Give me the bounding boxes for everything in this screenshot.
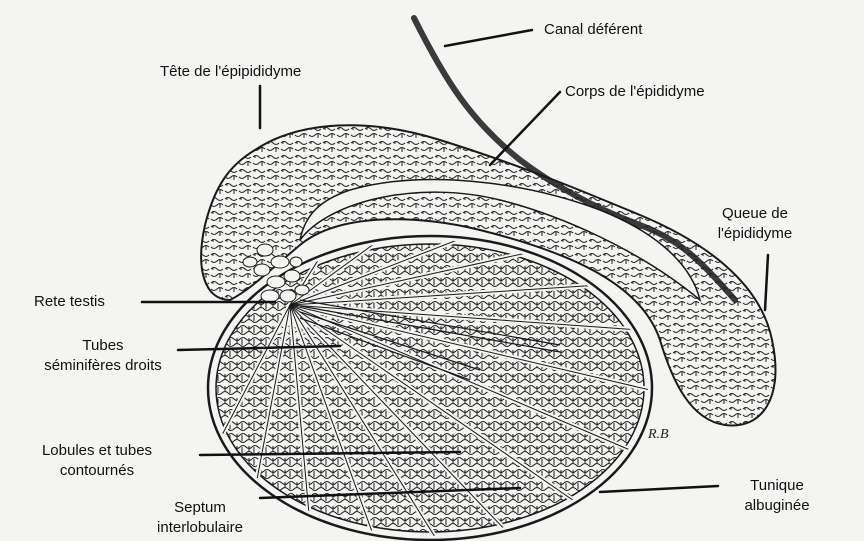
label-tubes-line1: Tubes [28, 336, 178, 356]
label-rete-testis: Rete testis [34, 292, 105, 312]
pointer-canal-deferent [445, 30, 532, 46]
label-tubes-droits: Tubes séminifères droits [28, 336, 178, 376]
label-septum-line2: interlobulaire [130, 518, 270, 538]
label-queue-epididyme: Queue de l'épididyme [700, 204, 810, 244]
label-lobules-line1: Lobules et tubes [20, 441, 174, 461]
pointer-tunique [600, 486, 718, 492]
signature-rb: R.B [647, 427, 669, 442]
label-tete-epididyme: Tête de l'épipididyme [160, 62, 301, 82]
label-lobules: Lobules et tubes contournés [20, 441, 174, 481]
pointer-queue [765, 255, 768, 310]
label-septum: Septum interlobulaire [130, 498, 270, 538]
label-corps-epididyme: Corps de l'épididyme [565, 82, 705, 102]
label-septum-line1: Septum [130, 498, 270, 518]
label-tunique-line2: albuginée [722, 496, 832, 516]
label-lobules-line2: contournés [20, 461, 174, 481]
label-tunique-line1: Tunique [722, 476, 832, 496]
label-queue-line1: Queue de [700, 204, 810, 224]
label-tunique: Tunique albuginée [722, 476, 832, 516]
label-queue-line2: l'épididyme [700, 224, 810, 244]
label-tubes-line2: séminifères droits [28, 356, 178, 376]
pointer-corps [490, 92, 560, 165]
label-canal-deferent: Canal déférent [544, 20, 642, 40]
